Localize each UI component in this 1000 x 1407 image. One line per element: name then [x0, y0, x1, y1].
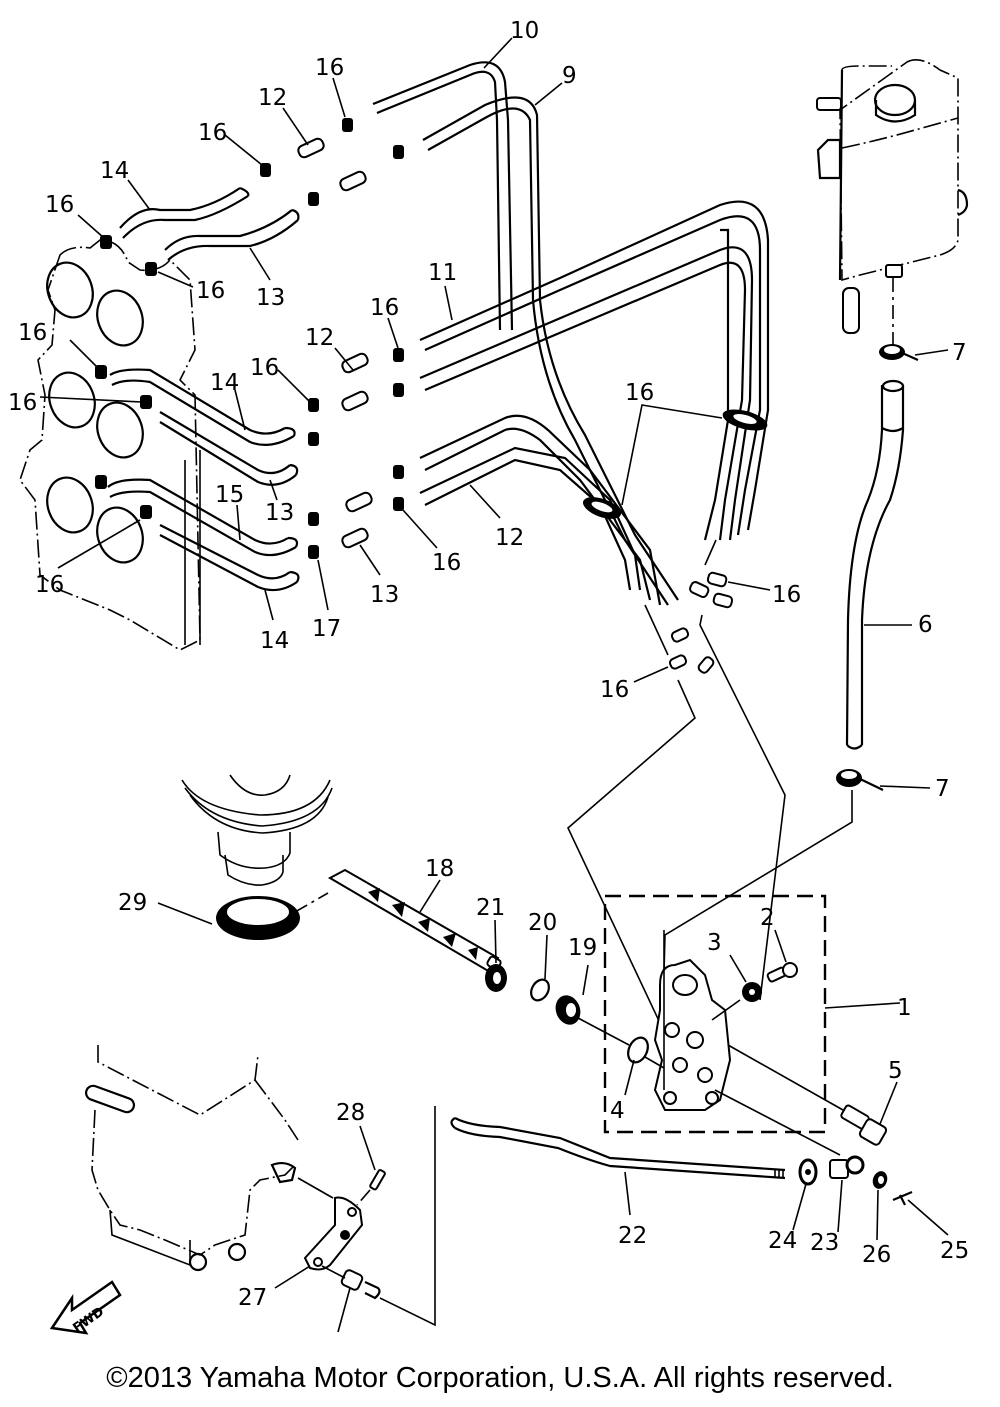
callout-4: 4: [610, 1098, 625, 1124]
callout-21: 22: [618, 1223, 647, 1249]
intake-manifold: [19, 239, 201, 651]
callout-14-mid: 14: [210, 370, 239, 396]
callout-5: 5: [888, 1058, 903, 1084]
fwd-arrow-icon: FWD: [49, 1280, 122, 1336]
callout-16-m3: 16: [18, 320, 47, 346]
washer-25[interactable]: [870, 1169, 889, 1191]
callout-17-label: 18: [425, 856, 454, 882]
callout-10: 11: [428, 260, 457, 286]
callout-29: 29: [118, 890, 147, 916]
callout-16-m5: 16: [35, 572, 64, 598]
pump-link-rod-21[interactable]: [450, 1117, 786, 1180]
o-ring-4[interactable]: [624, 1034, 651, 1065]
carburetor-body: [84, 1045, 299, 1272]
o-ring-19[interactable]: [528, 976, 553, 1003]
callout-2: 2: [760, 905, 775, 931]
oil-delivery-hoses[interactable]: [372, 61, 770, 606]
callout-12-mid: 12: [305, 325, 334, 351]
callout-16-c1: 16: [315, 55, 344, 81]
pin-27[interactable]: [369, 1169, 386, 1191]
oil-tank[interactable]: [816, 59, 969, 345]
callout-13-low: 14: [260, 628, 289, 654]
callout-7-upper: 7: [952, 340, 967, 366]
callout-16-c4: 16: [250, 355, 279, 381]
oil-pump-1[interactable]: [653, 930, 732, 1111]
oil-pump-assembly-box: [603, 894, 827, 1134]
screw-2[interactable]: [766, 962, 798, 983]
oil-feed-hose-6[interactable]: [845, 379, 905, 750]
lever-26[interactable]: [303, 1196, 364, 1271]
callout-16-lower: 16: [600, 677, 629, 703]
hose-holder-15a[interactable]: [580, 493, 624, 524]
callout-26: 27: [238, 1285, 267, 1311]
callout-15: 16: [625, 380, 654, 406]
callout-23: 24: [768, 1228, 797, 1254]
hose-clip-7-lower[interactable]: [836, 769, 884, 791]
callout-6: 6: [918, 612, 933, 638]
callout-16-c3: 16: [370, 295, 399, 321]
callout-16-c2: 16: [198, 120, 227, 146]
callout-8: 9: [562, 63, 577, 89]
bushing-20[interactable]: [485, 964, 507, 992]
callout-16-m2: 16: [196, 278, 225, 304]
bushing-29[interactable]: [216, 896, 300, 940]
callout-16-m1: 16: [45, 192, 74, 218]
callout-14-low: 15: [215, 482, 244, 508]
callout-16-c5: 16: [432, 550, 461, 576]
callout-13-top: 13: [256, 285, 285, 311]
callout-16-c6: 17: [312, 616, 341, 642]
callout-22: 23: [810, 1230, 839, 1256]
callout-27: 28: [336, 1100, 365, 1126]
callout-18: 19: [568, 935, 597, 961]
callout-12-low: 13: [370, 582, 399, 608]
hose-clip-7-upper[interactable]: [879, 344, 919, 362]
callout-1: 1: [897, 995, 912, 1021]
check-valves-12[interactable]: [297, 137, 374, 549]
joint-28[interactable]: [340, 1269, 381, 1300]
callout-20: 21: [476, 895, 505, 921]
callout-3: 3: [707, 930, 722, 956]
callout-16-right: 16: [772, 582, 801, 608]
callout-13-mid: 13: [265, 500, 294, 526]
oil-seal-18[interactable]: [552, 992, 585, 1028]
short-hoses[interactable]: [107, 186, 300, 592]
callout-12-top: 12: [258, 85, 287, 111]
callout-9: 10: [510, 18, 539, 44]
washer-3[interactable]: [742, 982, 762, 1002]
clips-16-column[interactable]: [260, 118, 404, 559]
drive-gear-shaft-17[interactable]: [327, 868, 502, 974]
clips-16-manifold[interactable]: [95, 235, 157, 519]
cotter-pin-24[interactable]: [892, 1190, 913, 1206]
callout-16-m4: 16: [8, 390, 37, 416]
bolt-5[interactable]: [840, 1104, 888, 1146]
joint-22[interactable]: [829, 1155, 865, 1179]
nut-23[interactable]: [798, 1158, 818, 1186]
clips-16-right[interactable]: [668, 571, 734, 674]
callout-24: 25: [940, 1238, 969, 1264]
callout-14-top: 14: [100, 158, 129, 184]
hose-holder-15b[interactable]: [720, 405, 769, 434]
copyright-notice: ©2013 Yamaha Motor Corporation, U.S.A. A…: [106, 1362, 894, 1394]
crankshaft-end: [181, 774, 333, 886]
callout-19: 20: [528, 910, 557, 936]
callout-11: 12: [495, 525, 524, 551]
callout-25: 26: [862, 1242, 891, 1268]
callout-7-lower: 7: [935, 776, 950, 802]
